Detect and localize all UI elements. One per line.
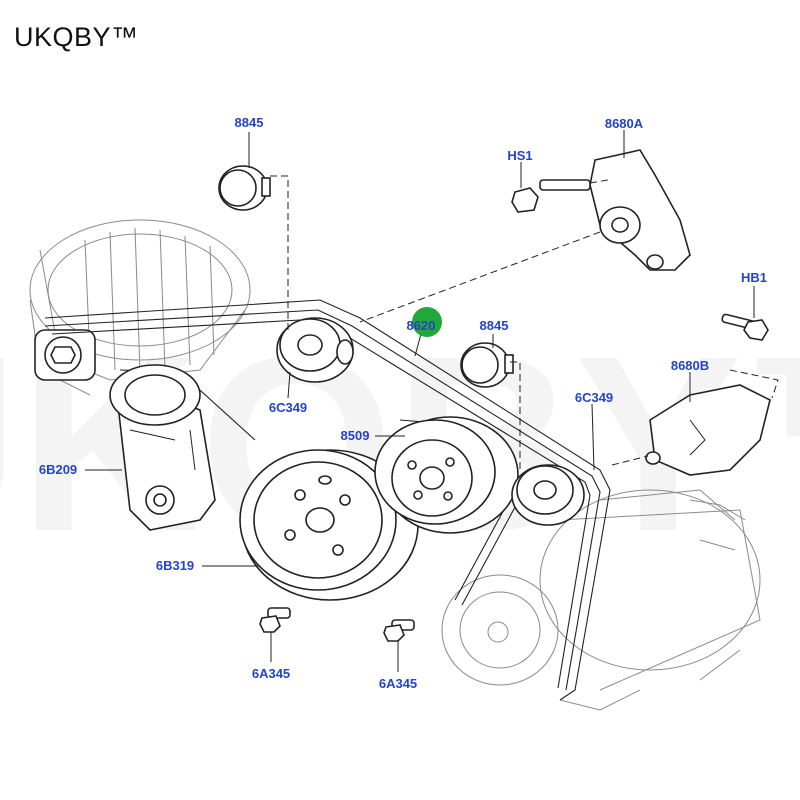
ac-compressor [441,489,761,711]
bracket-8680a [589,149,691,271]
label-8620: 8620 [407,318,436,333]
label-8845-mid: 8845 [480,318,509,333]
highlight-marker [412,307,442,337]
bolt-6a345-right [383,619,415,642]
tensioner-6b209 [109,364,216,531]
idler-cap-top [218,165,271,211]
leader-lines [85,130,755,672]
label-8680a: 8680A [605,116,644,131]
crank-pulley-6b319 [239,449,419,601]
pulley-8509 [374,416,519,534]
assembly-dashed-lines [270,175,779,470]
alternator [29,219,251,396]
label-hb1: HB1 [741,270,767,285]
label-6c349-left: 6C349 [269,400,307,415]
bolt-hb1 [721,313,769,341]
bracket-8680b [645,384,771,476]
idler-cap-mid [460,342,514,388]
label-6b319: 6B319 [156,558,194,573]
idler-pulley-right [511,464,585,526]
label-8509: 8509 [341,428,370,443]
brand-logo-text: UKQBY™ [14,22,139,52]
label-6c349-right: 6C349 [575,390,613,405]
label-8845-top: 8845 [235,115,264,130]
idler-pulley-left [276,317,354,383]
bolt-hs1 [511,179,591,213]
label-6b209: 6B209 [39,462,77,477]
label-hs1: HS1 [507,148,532,163]
label-6a345-right: 6A345 [379,676,417,691]
bolt-6a345-left [259,607,291,633]
label-6a345-left: 6A345 [252,666,290,681]
label-8680b: 8680B [671,358,709,373]
